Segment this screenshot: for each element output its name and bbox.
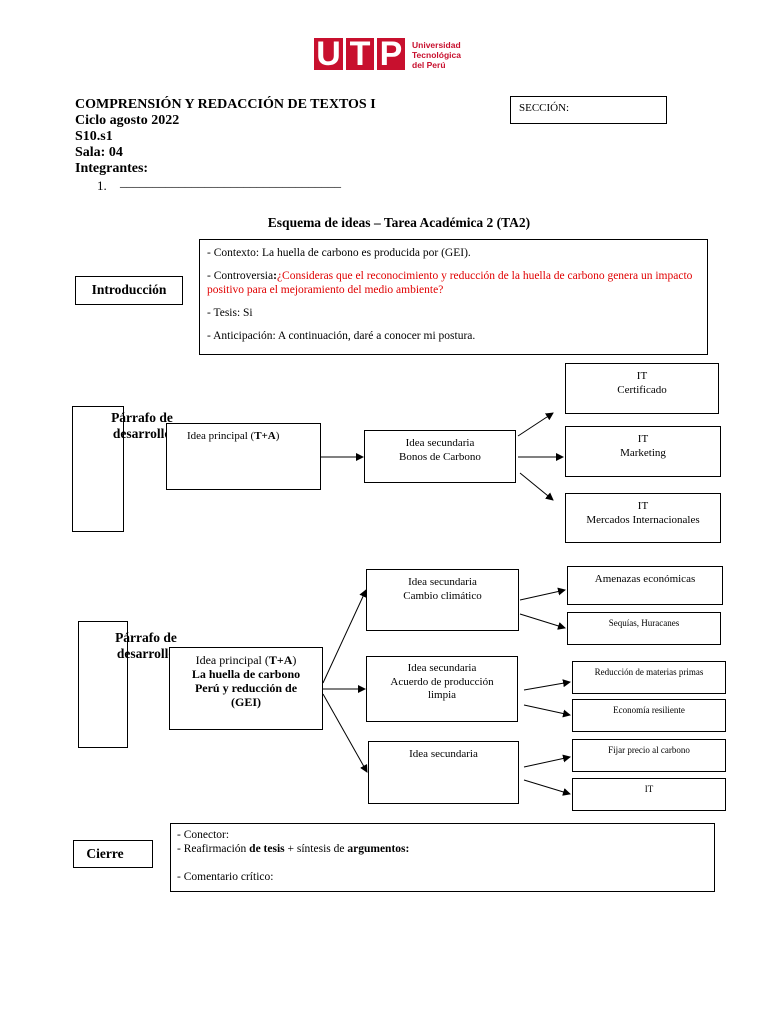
p1-it-label-1: IT (636, 370, 648, 382)
member-1-line: __________________________________ (120, 174, 341, 189)
paragraph2-label-box (78, 621, 128, 748)
p1-it-box-3: IT Mercados Internacionales (565, 493, 721, 543)
closing-label-box: Cierre (73, 840, 153, 868)
p1-main-bold: T+A (254, 430, 276, 442)
arrow-to-it (523, 779, 571, 796)
p2-detail-1: Amenazas económicas (594, 573, 696, 585)
arrow-to-fijar (523, 754, 571, 768)
document-title: Esquema de ideas – Tarea Académica 2 (TA… (267, 215, 531, 230)
p2-main-bold: T+A (268, 653, 293, 667)
p2-detail-box-6: IT (572, 778, 726, 811)
reaffirm-args: argumentos: (347, 843, 410, 855)
p2-secondary-box-3: Idea secundaria (368, 741, 519, 804)
logo-letter-t: T (346, 37, 374, 71)
p1-secondary-text: Bonos de Carbono (399, 451, 481, 463)
arrow-p1-to-mercados (519, 472, 554, 501)
university-name: Universidad Tecnológica del Perú (412, 40, 461, 70)
controversy-prefix: - Controversia (207, 270, 274, 282)
intro-content-box: - Contexto: La huella de carbono es prod… (199, 239, 708, 355)
p2-detail-box-2: Sequías, Huracanes (567, 612, 721, 645)
p2-detail-5: Fijar precio al carbono (608, 745, 690, 755)
p2-secondary-box-1: Idea secundaria Cambio climático (366, 569, 519, 631)
p2-detail-6: IT (644, 784, 654, 794)
p1-it-text-1: Certificado (617, 384, 667, 396)
p1-main-prefix: Idea principal ( (187, 430, 255, 442)
p1-it-text-2: Marketing (620, 447, 666, 459)
p1-it-text-3: Mercados Internacionales (586, 514, 700, 526)
closing-reaffirmation: - Reafirmación de tesis + síntesis de ar… (177, 842, 708, 856)
university-line-3: del Perú (412, 60, 446, 70)
p2-detail-box-5: Fijar precio al carbono (572, 739, 726, 772)
reaffirm-thesis: de tesis (249, 843, 285, 855)
paragraph1-main-idea: Idea principal (T+A) (187, 430, 279, 443)
p2-main-prefix: Idea principal ( (195, 653, 269, 667)
session: S10.s1 (75, 129, 113, 144)
p2-secondary-3-title: Idea secundaria (409, 748, 478, 760)
p2-secondary-box-2: Idea secundaria Acuerdo de producción li… (366, 656, 518, 722)
arrow-to-economia (523, 704, 571, 718)
section-box: SECCIÓN: (510, 96, 667, 124)
p2-main-suffix: ) (292, 653, 297, 667)
p1-it-label-2: IT (637, 433, 649, 445)
intro-anticipation: - Anticipación: A continuación, daré a c… (207, 330, 476, 342)
p1-it-box-2: IT Marketing (565, 426, 721, 477)
paragraph1-main-idea-box: Idea principal (T+A) (166, 423, 321, 490)
paragraph1-label-box (72, 406, 124, 532)
intro-context: - Contexto: La huella de carbono es prod… (207, 247, 471, 259)
intro-label: Introducción (91, 282, 167, 297)
closing-content-box: - Conector: - Reafirmación de tesis + sí… (170, 823, 715, 892)
paragraph1-secondary-box: Idea secundaria Bonos de Carbono (364, 430, 516, 483)
p1-main-suffix: ) (275, 430, 280, 442)
room: Sala: 04 (75, 145, 123, 160)
arrow-to-amenazas (519, 587, 566, 601)
cycle: Ciclo agosto 2022 (75, 113, 180, 128)
member-1-number: 1. (97, 178, 107, 193)
p1-secondary-title: Idea secundaria (405, 437, 475, 449)
p2-detail-4: Economía resiliente (613, 705, 685, 715)
section-label: SECCIÓN: (519, 102, 570, 114)
arrow-to-sequias (519, 613, 566, 630)
p1-it-box-1: IT Certificado (565, 363, 719, 414)
reaffirm-prefix: - Reafirmación (177, 843, 250, 855)
p1-it-label-3: IT (637, 500, 649, 512)
controversy-colon: : (273, 270, 277, 282)
course-title: COMPRENSIÓN Y REDACCIÓN DE TEXTOS I (75, 97, 376, 112)
closing-critical: - Comentario crítico: (177, 871, 274, 883)
arrow-p2-to-cambio (322, 589, 367, 684)
members-label: Integrantes: (75, 161, 149, 176)
p2-main-idea-text: La huella de carbono Perú y reducción de… (191, 667, 301, 709)
paragraph2-main-idea-box: Idea principal (T+A) La huella de carbon… (169, 647, 323, 730)
university-line-1: Universidad (412, 40, 461, 50)
p2-detail-box-1: Amenazas económicas (567, 566, 723, 605)
closing-connector: - Conector: (177, 829, 230, 841)
p2-detail-box-4: Economía resiliente (572, 699, 726, 732)
p2-detail-3: Reducción de materias primas (594, 667, 704, 677)
arrow-p2-to-tercera (322, 693, 368, 773)
paragraph1-label: Párrafo de desarrollo (111, 410, 173, 441)
p2-secondary-1-text: Cambio climático (403, 590, 482, 602)
logo-letter-p: P (377, 37, 405, 71)
p2-secondary-2-text: Acuerdo de producción limpia (390, 676, 494, 701)
intro-label-box: Introducción (75, 276, 183, 305)
intro-controversy: - Controversia:¿Consideras que el recono… (207, 269, 700, 297)
arrow-to-reduccion (523, 679, 571, 691)
reaffirm-middle: + síntesis de (284, 843, 348, 855)
university-line-2: Tecnológica (412, 50, 461, 60)
p2-secondary-2-title: Idea secundaria (407, 662, 477, 674)
closing-label: Cierre (86, 846, 124, 861)
p2-main-idea-heading: Idea principal (T+A) (170, 653, 322, 667)
controversy-question: ¿Consideras que el reconocimiento y redu… (207, 270, 693, 296)
p2-detail-2: Sequías, Huracanes (608, 618, 680, 628)
p2-secondary-1-title: Idea secundaria (408, 576, 477, 588)
arrow-p1-to-certificado (517, 412, 554, 437)
logo-letter-u: U (314, 37, 343, 71)
paragraph2-label: Párrafo de desarrollo (115, 630, 177, 661)
p2-detail-box-3: Reducción de materias primas (572, 661, 726, 694)
intro-thesis: - Tesis: Si (207, 307, 253, 319)
